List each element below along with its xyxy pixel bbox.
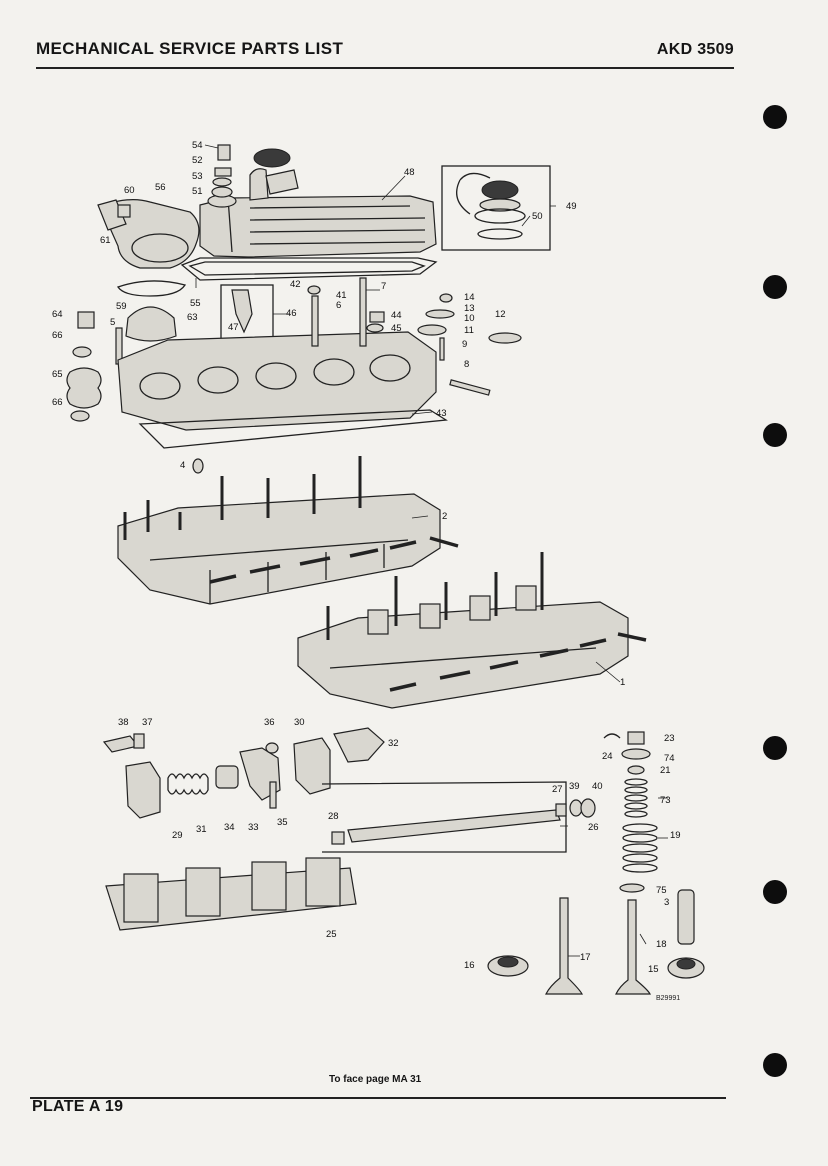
- plate-number: PLATE A 19: [32, 1098, 124, 1115]
- callout-label: 63: [187, 312, 198, 323]
- callout-label: 16: [464, 960, 475, 971]
- callout-label: 61: [100, 235, 111, 246]
- callout-label: 55: [190, 298, 201, 309]
- binder-hole: [763, 1053, 787, 1077]
- callout-label: 60: [124, 185, 135, 196]
- callout-label: 12: [495, 309, 506, 320]
- callout-labels: 54 52 53 51 60 56 61 48 49 50 42 41 6 7 …: [52, 140, 681, 1002]
- rocker-cover-group: [97, 144, 551, 342]
- rocker-shaft-group: [102, 727, 596, 931]
- callout-label: 2: [442, 511, 447, 522]
- callout-label: 26: [588, 822, 599, 833]
- page-header-code: AKD 3509: [656, 41, 734, 58]
- callout-label: 46: [286, 308, 297, 319]
- figure-reference: B29991: [656, 995, 680, 1002]
- cylinder-head-2: [117, 456, 459, 605]
- callout-label: 36: [264, 717, 275, 728]
- footer-rule: [30, 1097, 726, 1099]
- callout-label: 65: [52, 369, 63, 380]
- valve-parts-group: [487, 731, 705, 995]
- callout-label: 48: [404, 167, 415, 178]
- callout-label: 30: [294, 717, 305, 728]
- callout-label: 31: [196, 824, 207, 835]
- callout-label: 56: [155, 182, 166, 193]
- callout-label: 43: [436, 408, 447, 419]
- callout-label: 19: [670, 830, 681, 841]
- leader-lines: [195, 144, 668, 957]
- cylinder-head-1: [297, 552, 647, 709]
- callout-label: 24: [602, 751, 613, 762]
- callout-label: 44: [391, 310, 402, 321]
- callout-label: 52: [192, 155, 203, 166]
- binder-hole: [763, 275, 787, 299]
- callout-label: 73: [660, 795, 671, 806]
- callout-label: 28: [328, 811, 339, 822]
- callout-label: 49: [566, 201, 577, 212]
- callout-label: 75: [656, 885, 667, 896]
- binder-hole: [763, 105, 787, 129]
- callout-label: 7: [381, 281, 386, 292]
- callout-label: 37: [142, 717, 153, 728]
- callout-label: 39: [569, 781, 580, 792]
- callout-label: 38: [118, 717, 129, 728]
- callout-label: 13: [464, 303, 475, 314]
- header-rule: [36, 67, 734, 69]
- head-gasket-group: [117, 277, 522, 474]
- callout-label: 66: [52, 397, 63, 408]
- callout-label: 29: [172, 830, 183, 841]
- callout-label: 1: [620, 677, 625, 688]
- callout-label: 33: [248, 822, 259, 833]
- callout-label: 3: [664, 897, 669, 908]
- callout-label: 21: [660, 765, 671, 776]
- callout-label: 10: [464, 313, 475, 324]
- callout-label: 18: [656, 939, 667, 950]
- callout-label: 47: [228, 322, 239, 333]
- callout-label: 74: [664, 753, 675, 764]
- callout-label: 53: [192, 171, 203, 182]
- callout-label: 17: [580, 952, 591, 963]
- callout-label: 15: [648, 964, 659, 975]
- callout-label: 8: [464, 359, 469, 370]
- callout-label: 6: [336, 300, 341, 311]
- callout-label: 66: [52, 330, 63, 341]
- callout-label: 23: [664, 733, 675, 744]
- page-caption: To face page MA 31: [329, 1074, 422, 1085]
- callout-label: 50: [532, 211, 543, 222]
- page-header-title: MECHANICAL SERVICE PARTS LIST: [36, 39, 344, 58]
- callout-label: 64: [52, 309, 63, 320]
- callout-label: 25: [326, 929, 337, 940]
- callout-label: 35: [277, 817, 288, 828]
- callout-label: 54: [192, 140, 203, 151]
- callout-label: 34: [224, 822, 235, 833]
- callout-label: 42: [290, 279, 301, 290]
- callout-label: 45: [391, 323, 402, 334]
- callout-label: 9: [462, 339, 467, 350]
- binder-hole: [763, 423, 787, 447]
- callout-label: 59: [116, 301, 127, 312]
- callout-label: 4: [180, 460, 185, 471]
- binder-hole: [763, 880, 787, 904]
- callout-label: 14: [464, 292, 475, 303]
- callout-label: 27: [552, 784, 563, 795]
- callout-label: 51: [192, 186, 203, 197]
- callout-label: 11: [464, 325, 474, 336]
- callout-label: 41: [336, 290, 347, 301]
- callout-label: 5: [110, 317, 115, 328]
- hose-clip-group: [66, 311, 123, 422]
- binder-hole: [763, 736, 787, 760]
- callout-label: 32: [388, 738, 399, 749]
- callout-label: 40: [592, 781, 603, 792]
